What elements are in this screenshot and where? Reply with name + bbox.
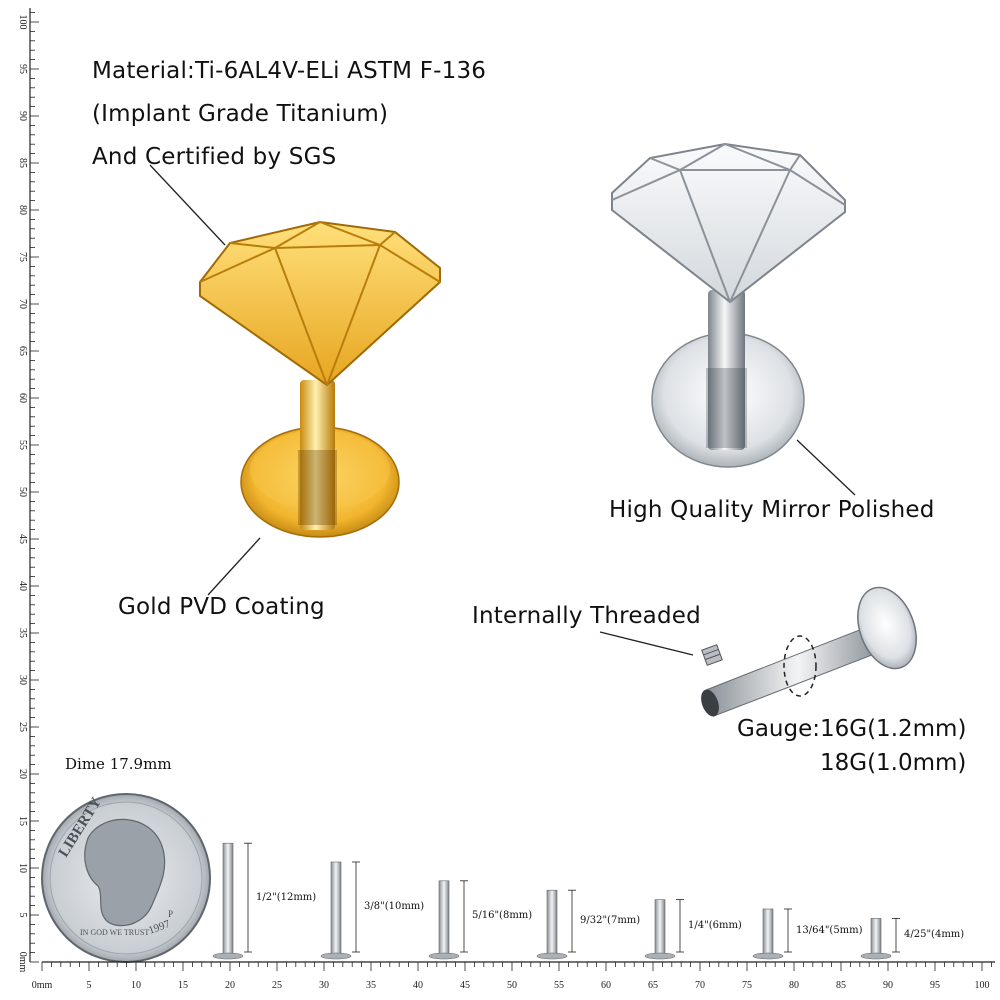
length-bar [428,880,468,960]
ruler-tick-label: 25 [272,980,282,991]
ruler-tick-label: 55 [554,980,564,991]
ruler-tick-label: 50 [507,980,517,991]
bar-disc [428,952,460,960]
ruler-tick-label: 45 [460,980,470,991]
ruler-tick-label: 80 [789,980,799,991]
bar-post [870,918,882,955]
ruler-tick-label: 100 [975,980,990,991]
length-bar [320,861,360,960]
ruler-tick-label: 30 [319,980,329,991]
ruler-tick-label: 10 [131,980,141,991]
ruler-tick-label: 40 [413,980,423,991]
gauge-line: 18G(1.0mm) [819,750,967,776]
length-bars [212,842,900,960]
thread-callout: Internally Threaded [472,603,701,629]
bar-length-label: 13/64"(5mm) [796,924,863,936]
ruler-tick-label: 65 [648,980,658,991]
silver-labret [611,142,846,468]
bar-disc [644,952,676,960]
threaded-bar [701,586,917,717]
material-line: (Implant Grade Titanium) [92,101,389,127]
bar-post [222,842,234,955]
ruler-tick-label: 75 [17,252,28,262]
ruler-tick-label: 25 [17,722,28,732]
ruler-tick-label: 0mm [32,980,53,991]
ruler-tick-label: 50 [17,487,28,497]
material-spec: Material:Ti-6AL4V-ELi ASTM F-136 (Implan… [92,50,486,179]
ruler-tick-label: 40 [17,581,28,591]
ruler-tick-label: 85 [836,980,846,991]
bar-length-label: 4/25"(4mm) [904,929,965,941]
dime-coin: LIBERTY IN GOD WE TRUST 1997 P [41,793,211,963]
bar-post [762,908,774,955]
bar-length-label: 3/8"(10mm) [364,901,425,912]
ruler-tick-label: 60 [601,980,611,991]
gold-labret [199,220,441,538]
gold-callout: Gold PVD Coating [118,594,325,620]
bar-length-label: 9/32"(7mm) [580,915,641,927]
callout-lines [149,164,856,656]
ruler-tick-label: 20 [17,769,28,779]
bar-disc [536,952,568,960]
bar-disc [752,952,784,960]
ruler-tick-label: 35 [17,628,28,638]
material-line: And Certified by SGS [92,144,337,170]
ruler-tick-label: 90 [883,980,893,991]
ruler-tick-label: 45 [17,534,28,544]
length-bar [212,842,252,960]
ruler-tick-label: 5 [87,980,92,991]
ruler-tick-label: 80 [17,205,28,215]
dime-label: Dime 17.9mm [65,755,172,773]
ruler-tick-label: 30 [17,675,28,685]
ruler-tick-label: 90 [17,111,28,121]
ruler-tick-label: 70 [695,980,705,991]
material-line: Material:Ti-6AL4V-ELi ASTM F-136 [92,58,487,84]
bar-disc [860,952,892,960]
ruler-tick-label: 75 [742,980,752,991]
bar-post [438,880,450,955]
ruler-tick-label: 95 [930,980,940,991]
bar-length-label: 1/4"(6mm) [688,919,742,931]
screw-tip [701,644,723,666]
ruler-tick-label: 0mm [17,952,28,973]
ruler-tick-label: 20 [225,980,235,991]
rulers: 0mm 5 10 15 20 25 30 35 40 45 50 55 60 65 70 75 80 85 90 95… [17,8,995,991]
ruler-tick-label: 35 [366,980,376,991]
ruler-tick-label: 15 [178,980,188,991]
bar-disc [212,952,244,960]
ruler-tick-label: 95 [17,64,28,74]
bar-disc [320,952,352,960]
length-bar [860,918,900,960]
gauge-line: Gauge:16G(1.2mm) [737,716,967,742]
bar-post [654,899,666,955]
mirror-callout: High Quality Mirror Polished [609,497,935,523]
ruler-tick-label: 15 [17,816,28,826]
length-bar [644,899,684,960]
dime-mint: P [168,909,173,919]
ruler-tick-label: 70 [17,299,28,309]
bar-post [546,889,558,955]
bar-length-label: 5/16"(8mm) [472,910,533,922]
ruler-tick-label: 85 [17,158,28,168]
length-bar [752,908,792,960]
length-bar [536,889,576,960]
bar-post [330,861,342,955]
gauge-callout: Gauge:16G(1.2mm) 18G(1.0mm) [737,712,966,780]
ruler-tick-label: 55 [17,440,28,450]
ruler-tick-label: 5 [17,913,28,918]
ruler-tick-label: 60 [17,393,28,403]
bar-length-label: 1/2"(12mm) [256,891,317,903]
ruler-tick-label: 100 [17,15,28,30]
ruler-tick-label: 65 [17,346,28,356]
ruler-tick-label: 10 [17,863,28,873]
dime-motto: IN GOD WE TRUST [80,928,149,937]
